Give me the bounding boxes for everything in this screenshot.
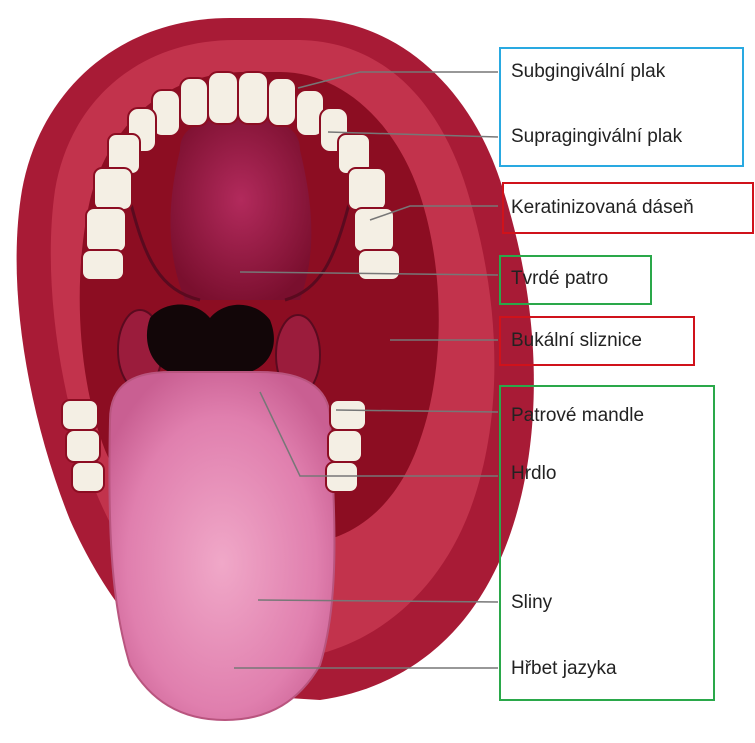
label-keratinized-gum: Keratinizovaná dáseň <box>511 197 694 219</box>
label-palatine-tonsils: Patrové mandle <box>511 405 644 427</box>
label-saliva: Sliny <box>511 592 552 614</box>
label-tongue-dorsum: Hřbet jazyka <box>511 658 617 680</box>
label-subgingival-plaque: Subgingivální plak <box>511 61 665 83</box>
label-throat: Hrdlo <box>511 463 556 485</box>
label-hard-palate: Tvrdé patro <box>511 268 608 290</box>
label-supragingival-plaque: Supragingivální plak <box>511 126 682 148</box>
oral-structures-group-frame <box>499 385 715 701</box>
label-buccal-mucosa: Bukální sliznice <box>511 330 642 352</box>
